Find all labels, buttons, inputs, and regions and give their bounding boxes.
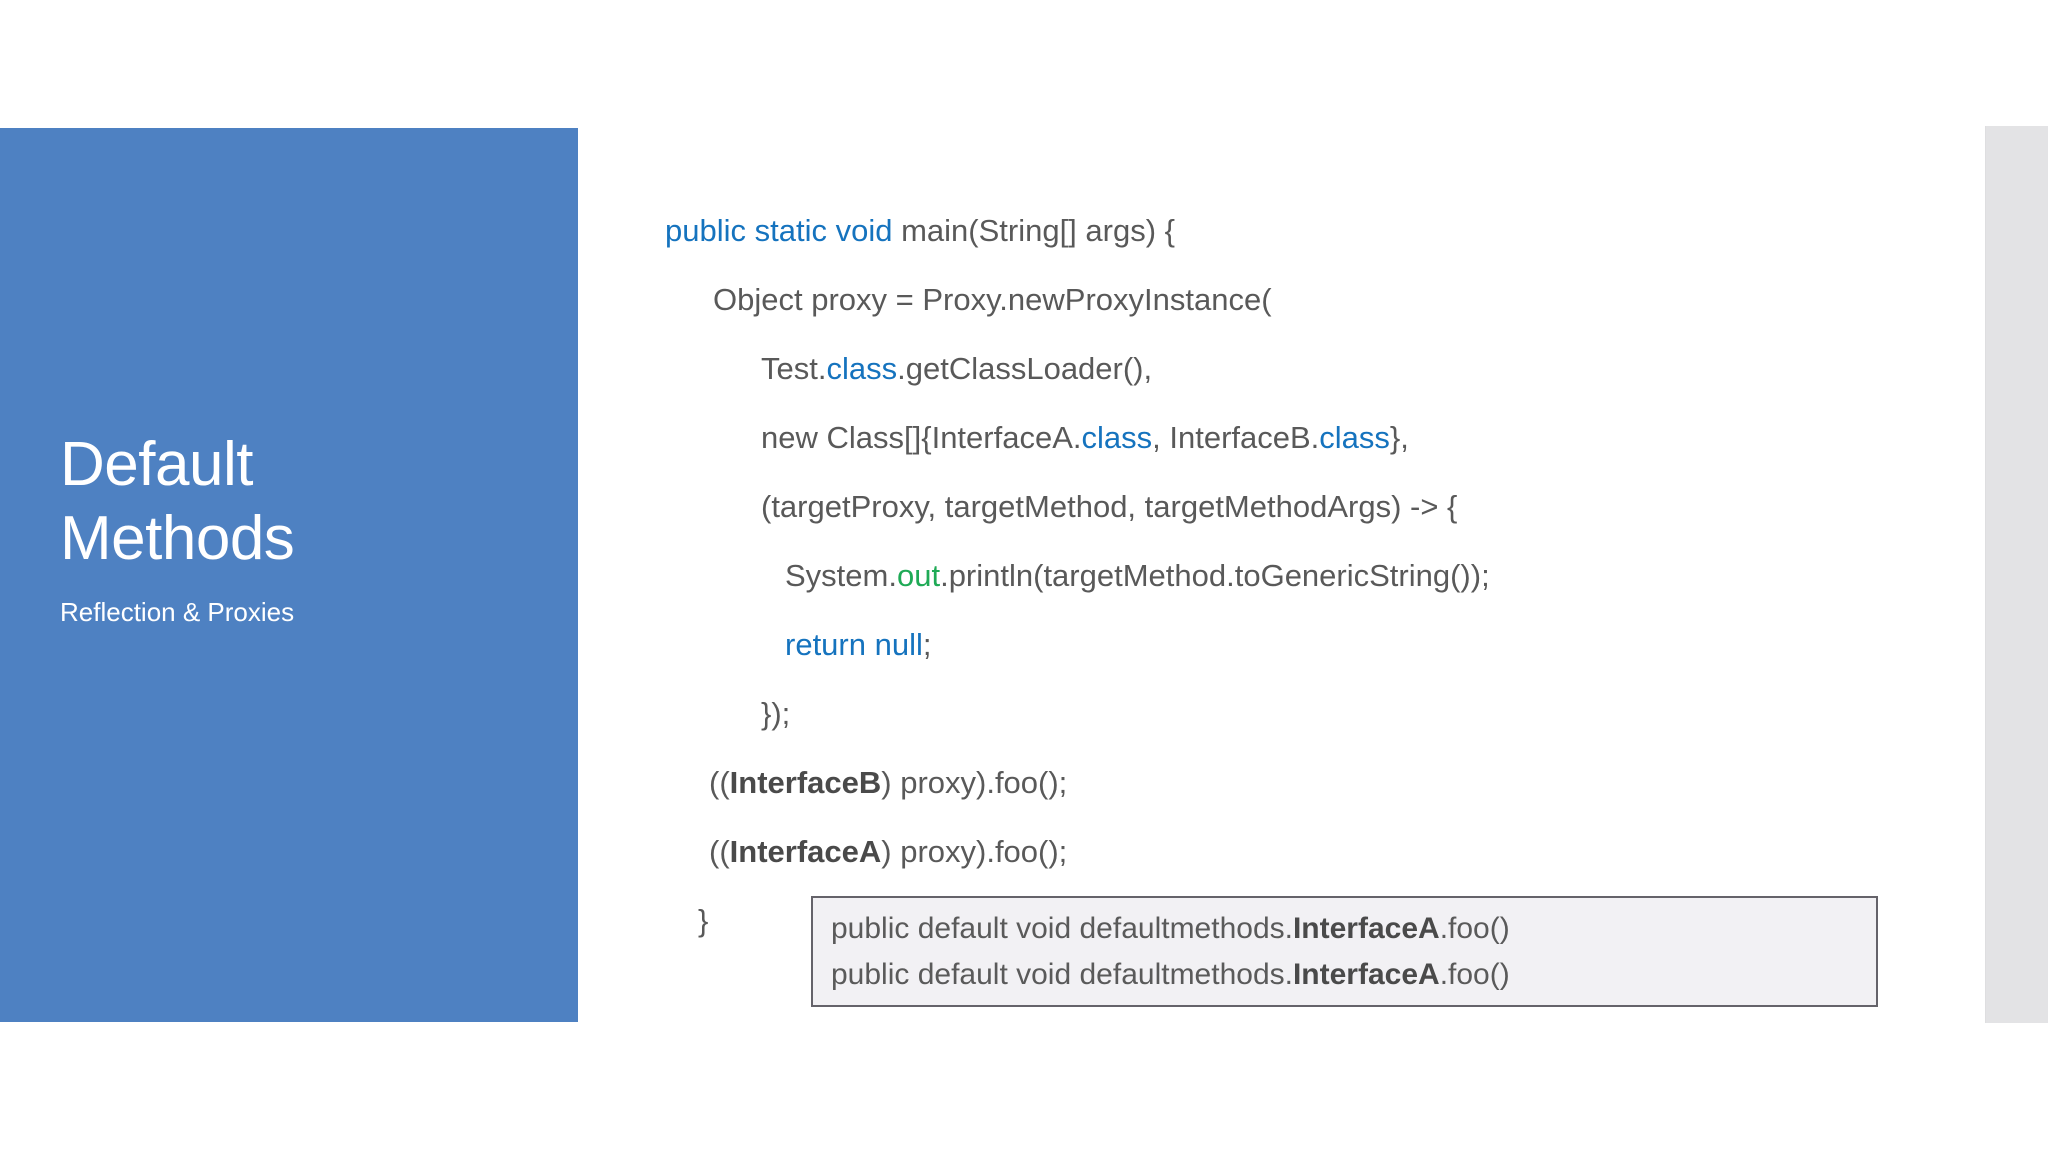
code-token: }); <box>761 696 791 731</box>
code-line: System.out.println(targetMethod.toGeneri… <box>665 541 1965 610</box>
code-token: } <box>698 903 709 938</box>
code-token: (( <box>709 834 730 869</box>
code-token: new Class[]{InterfaceA. <box>761 420 1082 455</box>
code-token: InterfaceA <box>1292 958 1440 991</box>
code-line: ((InterfaceB) proxy).foo(); <box>665 748 1965 817</box>
code-token: return null <box>785 627 923 662</box>
right-side-panel <box>1985 126 2048 1023</box>
code-line: new Class[]{InterfaceA.class, InterfaceB… <box>665 403 1965 472</box>
code-token: ) proxy).foo(); <box>881 765 1068 800</box>
code-token: (targetProxy, targetMethod, targetMethod… <box>761 489 1458 524</box>
code-token: }, <box>1389 420 1409 455</box>
code-token: ; <box>922 627 932 662</box>
code-token: public static void <box>665 213 893 248</box>
code-token: InterfaceA <box>1292 912 1440 945</box>
code-token: out <box>896 558 941 593</box>
page-title: Default Methods <box>60 430 295 573</box>
code-token: .println(targetMethod.toGenericString())… <box>940 558 1490 593</box>
code-token: (( <box>709 765 730 800</box>
code-token: main(String[] args) { <box>892 213 1175 248</box>
code-line: Test.class.getClassLoader(), <box>665 334 1965 403</box>
code-line: return null; <box>665 610 1965 679</box>
code-token: class <box>1319 420 1390 455</box>
code-line: Object proxy = Proxy.newProxyInstance( <box>665 265 1965 334</box>
code-token: ) proxy).foo(); <box>881 834 1068 869</box>
console-output-lines: public default void defaultmethods.Inter… <box>831 906 1868 998</box>
code-line: } <box>665 886 1965 955</box>
slide-subtitle: Reflection & Proxies <box>60 597 295 627</box>
code-token: InterfaceB <box>729 765 882 800</box>
code-token: .getClassLoader(), <box>897 351 1153 386</box>
code-listing: public static void main(String[] args) {… <box>665 196 1965 955</box>
console-line: public default void defaultmethods.Inter… <box>831 952 1868 998</box>
code-token: InterfaceA <box>729 834 882 869</box>
code-token: .foo() <box>1439 912 1510 945</box>
code-line: (targetProxy, targetMethod, targetMethod… <box>665 472 1965 541</box>
code-token: Object proxy = Proxy.newProxyInstance( <box>713 282 1272 317</box>
title-block: Default Methods Reflection & Proxies <box>60 428 540 628</box>
code-token: System. <box>785 558 897 593</box>
code-line: public static void main(String[] args) { <box>665 196 1965 265</box>
code-token: .foo() <box>1439 958 1510 991</box>
console-output-callout: public default void defaultmethods.Inter… <box>811 896 1878 1007</box>
console-line: public default void defaultmethods.Inter… <box>831 906 1868 952</box>
code-token: public default void defaultmethods. <box>831 912 1293 945</box>
code-line: ((InterfaceA) proxy).foo(); <box>665 817 1965 886</box>
code-token: Test. <box>761 351 827 386</box>
code-token: , InterfaceB. <box>1152 420 1320 455</box>
code-token: class <box>826 351 898 386</box>
code-line: }); <box>665 679 1965 748</box>
code-token: public default void defaultmethods. <box>831 958 1293 991</box>
title-panel: Default Methods Reflection & Proxies <box>0 128 578 1022</box>
code-token: class <box>1081 420 1153 455</box>
